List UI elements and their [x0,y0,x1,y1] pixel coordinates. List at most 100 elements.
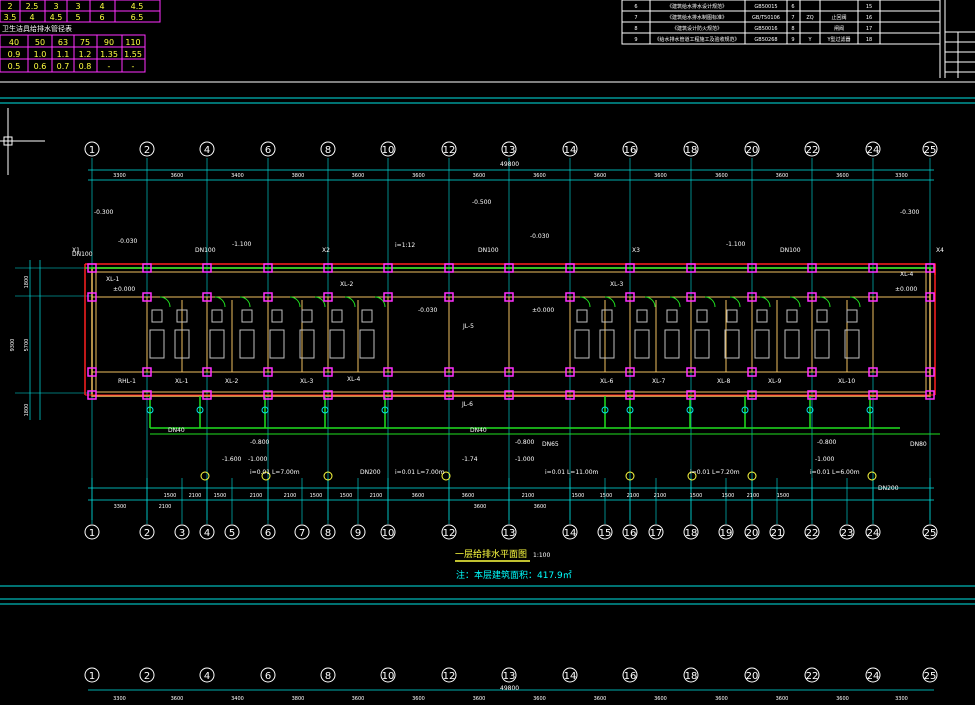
x3-label: X3 [632,247,640,254]
column [925,292,935,302]
dim-bottom: 2100 [747,493,760,499]
floor-drain [146,406,154,414]
dim-lower: 3600 [776,696,789,702]
door-arc [239,296,251,308]
tl2-cell: 0.9 [8,50,21,59]
tl2-cell: - [132,62,135,71]
grid-bubble-bottom [260,524,276,540]
fixture [269,329,285,359]
grid-number: 13 [503,145,516,156]
door-arc [289,296,301,308]
grid-number-lower: 18 [685,671,698,682]
level-m0030-left: -0.030 [118,238,138,245]
grid-number-bottom: 13 [503,528,516,539]
grid-number: 2 [144,145,150,156]
column [383,390,393,400]
grid-number-bottom: 21 [771,528,784,539]
dim-bottom: 3600 [462,493,475,499]
grid-bubble-lower [139,667,155,683]
column [142,292,152,302]
tl2-cell: 1.1 [57,50,70,59]
fixture-small [271,309,283,323]
jl6-label: JL-6 [461,401,473,408]
level-m0800-mid: -0.800 [515,439,535,446]
grid-number-lower: 2 [144,671,150,682]
dim-top: 3300 [895,173,908,179]
door-arc [849,296,861,308]
dn200-a: DN200 [360,469,381,476]
grid-bubble-bottom [350,524,366,540]
grid-bubble-bottom [320,524,336,540]
column [87,367,97,377]
xl1-b: XL-1 [175,378,189,385]
fixture-small [211,309,223,323]
tr-cell: 《建筑给水排水制图标准》 [667,14,727,21]
fixture [844,329,860,359]
grid-number-lower: 14 [564,671,577,682]
fixture [174,329,190,359]
total-dim-top: 49800 [500,161,519,168]
tr-cell: 闸阀 [834,25,844,32]
dim-bottom: 3600 [412,493,425,499]
grid-bubble-lower [199,667,215,683]
fixture [239,329,255,359]
grid-bubble [622,141,638,157]
grid-number-lower: 22 [806,671,819,682]
tl-cell: 3.5 [4,13,17,22]
tr-cell: 止回阀 [831,14,846,21]
floor-drain [866,406,874,414]
grid-bubble-bottom [441,524,457,540]
tl2-cell: 0.5 [8,62,21,71]
column [87,263,97,273]
fixture-small [636,309,648,323]
grid-bubble-lower [562,667,578,683]
grid-number-lower: 4 [204,671,210,682]
floor-drain [321,406,329,414]
x4-label: X4 [936,247,944,254]
column [87,292,97,302]
grid-number: 6 [265,145,271,156]
tl2-cell: - [108,62,111,71]
grid-bubble-lower [804,667,820,683]
column [747,292,757,302]
grid-bubble [84,141,100,157]
frame-lines [0,81,975,605]
grid-number-bottom: 1 [89,528,95,539]
manhole [261,471,271,481]
column [263,367,273,377]
grid-bubble-bottom [744,524,760,540]
x1-label: X1 [72,247,80,254]
column [87,390,97,400]
fixture-small [601,309,613,323]
fixture [329,329,345,359]
tl2-cell: 63 [58,38,68,47]
grid-bubble [562,141,578,157]
grid-number: 24 [867,145,880,156]
dim-lower: 3600 [594,696,607,702]
grid-bubble-lower [922,667,938,683]
column [504,292,514,302]
manhole [200,471,210,481]
column [565,292,575,302]
column [383,367,393,377]
grid-number: 20 [746,145,759,156]
floor-drain [601,406,609,414]
x2-label: X2 [322,247,330,254]
grid-bubble [804,141,820,157]
column [323,292,333,302]
tr-cell: 《建筑给水排水设计规范》 [667,3,727,10]
tr-cell: Y [807,37,812,43]
door-arc [344,296,356,308]
level-m0500: -0.500 [472,199,492,206]
dim-top: 3600 [715,173,728,179]
grid-number-lower: 8 [325,671,331,682]
area-note: 注：本层建筑面积：417.9㎡ [456,569,572,581]
level-m1100-right: -1.100 [726,241,746,248]
tr-cell: 8 [634,26,637,32]
column [625,263,635,273]
dim-bottom: 2100 [627,493,640,499]
grid-bubble-lower [380,667,396,683]
grid-number: 22 [806,145,819,156]
rhl1-label: RHL-1 [118,378,136,385]
